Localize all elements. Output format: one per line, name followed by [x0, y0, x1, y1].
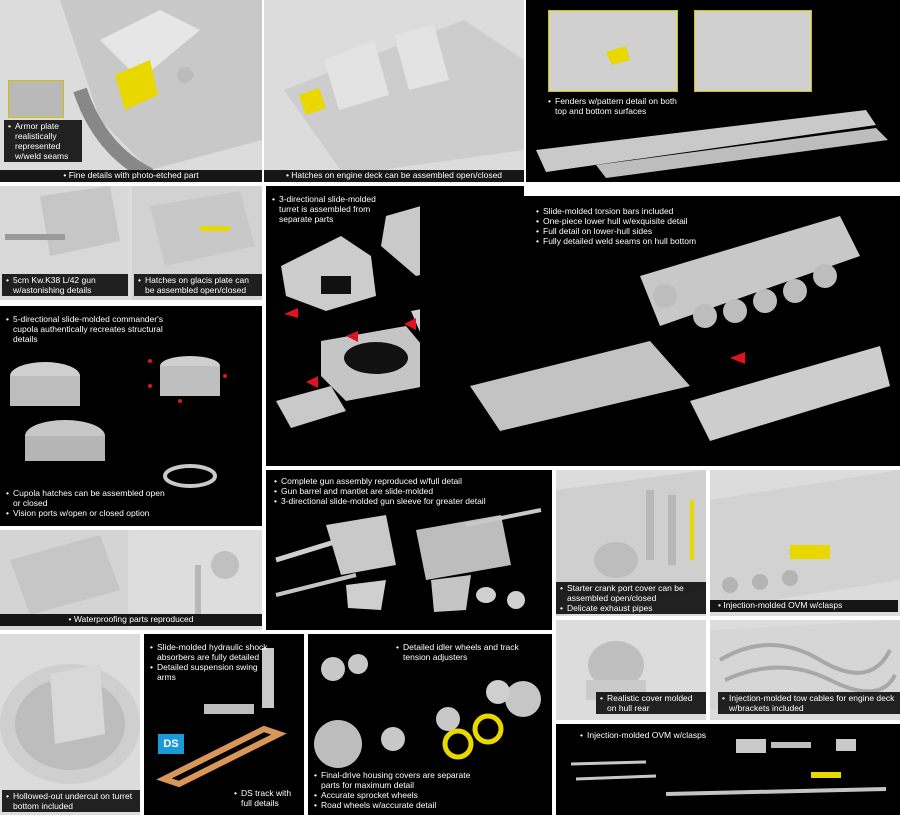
panel-ovm-1: Injection-molded OVM w/clasps: [710, 470, 900, 616]
caption-waterproofing: Waterproofing parts reproduced: [0, 614, 262, 626]
panel-undercut: Hollowed-out undercut on turret bottom i…: [0, 634, 140, 815]
panel-fenders: Fenders w/pattern detail on both top and…: [526, 0, 900, 182]
panel-ovm-2: Injection-molded OVM w/clasps: [556, 724, 900, 815]
ds-logo: DS: [158, 734, 184, 754]
caption-undercut: Hollowed-out undercut on turret bottom i…: [2, 790, 140, 812]
caption-ovm-1: Injection-molded OVM w/clasps: [710, 600, 898, 612]
panel-photo-etched: Armor plate realistically represented w/…: [0, 0, 262, 182]
waterproofing-render: [0, 530, 262, 630]
cupola-exploded-render: [10, 356, 227, 488]
panel-starter: Starter crank port cover can be assemble…: [556, 470, 706, 616]
fender-inset-bottom: [694, 10, 812, 92]
panel-gun-assembly: Complete gun assembly reproduced w/full …: [266, 470, 552, 630]
tow-cable-render: [710, 620, 900, 710]
caption-turret: 3-directional slide-molded turret is ass…: [272, 194, 392, 224]
ovm-hull-render: [710, 470, 900, 610]
panel-cupola: 5-directional slide-molded commander's c…: [0, 306, 262, 526]
caption-wheels: Final-drive housing covers are separate …: [314, 770, 474, 810]
hull-front-render: [60, 0, 262, 182]
caption-engine-deck: Hatches on engine deck can be assembled …: [264, 170, 524, 182]
engine-deck-render: [284, 20, 524, 175]
hull-render: [470, 216, 890, 441]
panel-hull: Slide-molded torsion bars included One-p…: [420, 196, 900, 466]
caption-shock: Slide-molded hydraulic shock absorbers a…: [150, 642, 268, 682]
caption-glacis: Hatches on glacis plate can be assembled…: [134, 274, 262, 296]
wheels-render: [314, 654, 541, 768]
caption-hull: Slide-molded torsion bars included One-p…: [536, 206, 736, 246]
caption-fenders: Fenders w/pattern detail on both top and…: [548, 96, 688, 116]
caption-cupola: 5-directional slide-molded commander's c…: [6, 314, 176, 344]
caption-tow: Injection-molded tow cables for engine d…: [718, 692, 900, 714]
turret-bottom-render: [0, 664, 140, 784]
caption-cupola-hatches: Cupola hatches can be assembled open or …: [6, 488, 166, 518]
caption-starter: Starter crank port cover can be assemble…: [556, 582, 706, 614]
panel-wheels: Detailed idler wheels and track tension …: [308, 634, 552, 815]
panel-cover: Realistic cover molded on hull rear: [556, 620, 706, 720]
caption-ovm-2: Injection-molded OVM w/clasps: [580, 730, 760, 740]
fender-parts-render: [536, 46, 888, 178]
caption-gun-5cm: 5cm Kw.K38 L/42 gun w/astonishing detail…: [2, 274, 128, 296]
panel-gun-glacis: 5cm Kw.K38 L/42 gun w/astonishing detail…: [0, 186, 262, 300]
caption-ds-track: DS track with full details: [234, 788, 300, 808]
caption-cover: Realistic cover molded on hull rear: [596, 692, 706, 714]
ovm-parts-render: [570, 739, 887, 796]
panel-tow: Injection-molded tow cables for engine d…: [710, 620, 900, 720]
caption-gun-assembly: Complete gun assembly reproduced w/full …: [274, 476, 544, 506]
exhaust-render: [556, 470, 706, 616]
weld-seam-inset: [8, 80, 64, 118]
caption-photo-etched: Fine details with photo-etched part: [0, 170, 262, 182]
panel-shock: Slide-molded hydraulic shock absorbers a…: [144, 634, 304, 815]
panel-engine-deck: Hatches on engine deck can be assembled …: [264, 0, 524, 182]
caption-idler: Detailed idler wheels and track tension …: [396, 642, 536, 662]
gun-assembly-render: [275, 508, 542, 612]
panel-waterproofing: Waterproofing parts reproduced: [0, 530, 262, 630]
caption-armor-plate: Armor plate realistically represented w/…: [4, 120, 82, 162]
